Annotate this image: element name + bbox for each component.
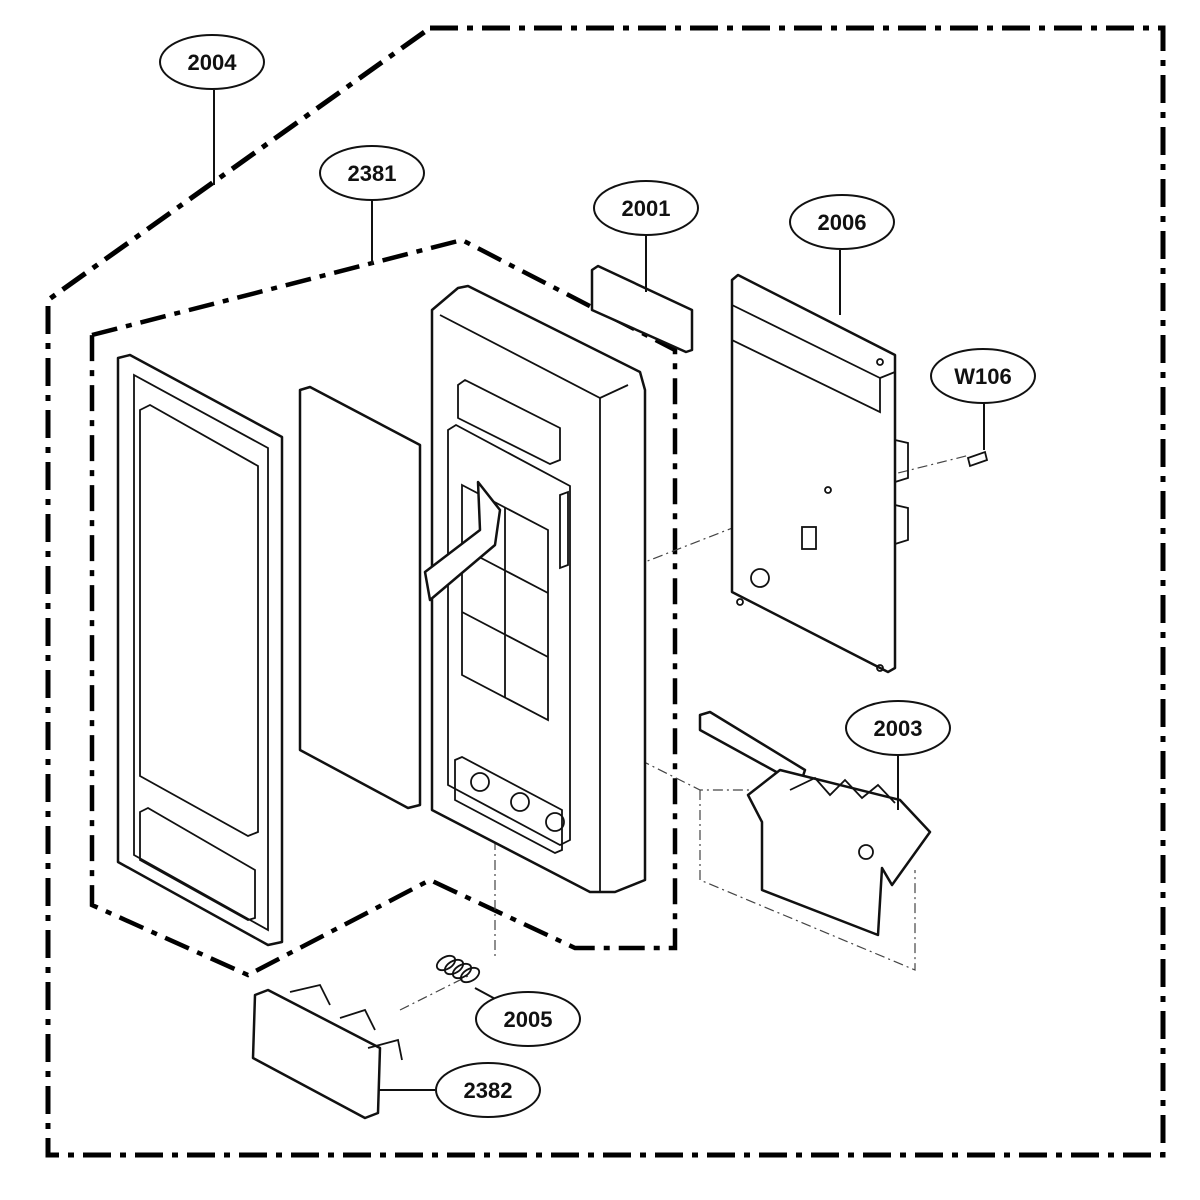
assembly-boundary-2004 [45, 25, 1166, 1158]
pcb-2006 [730, 273, 909, 674]
door-frame [116, 353, 284, 947]
svg-text:2004: 2004 [188, 50, 238, 75]
svg-text:2382: 2382 [464, 1078, 513, 1103]
callout-2004: 2004 [159, 34, 265, 90]
svg-text:2005: 2005 [504, 1007, 553, 1032]
svg-text:W106: W106 [954, 364, 1011, 389]
callout-W106: W106 [930, 348, 1036, 404]
callout-2006: 2006 [789, 194, 895, 250]
door-open-button-2382 [251, 983, 403, 1120]
door-glass-panel [298, 385, 422, 810]
svg-text:2006: 2006 [818, 210, 867, 235]
door-latch-2003 [698, 710, 932, 937]
spring-2005 [435, 954, 481, 984]
callout-2005: 2005 [475, 991, 581, 1047]
door-subassembly-boundary-2381 [89, 237, 678, 978]
keypad-membrane-2001 [590, 264, 694, 354]
callout-2003: 2003 [845, 700, 951, 756]
callout-2381: 2381 [319, 145, 425, 201]
ribbon-cable [423, 480, 502, 602]
svg-text:2001: 2001 [622, 196, 671, 221]
callout-2001: 2001 [593, 180, 699, 236]
callout-2382: 2382 [435, 1062, 541, 1118]
svg-text:2381: 2381 [348, 161, 397, 186]
svg-text:2003: 2003 [874, 716, 923, 741]
screw-W106 [966, 400, 989, 468]
